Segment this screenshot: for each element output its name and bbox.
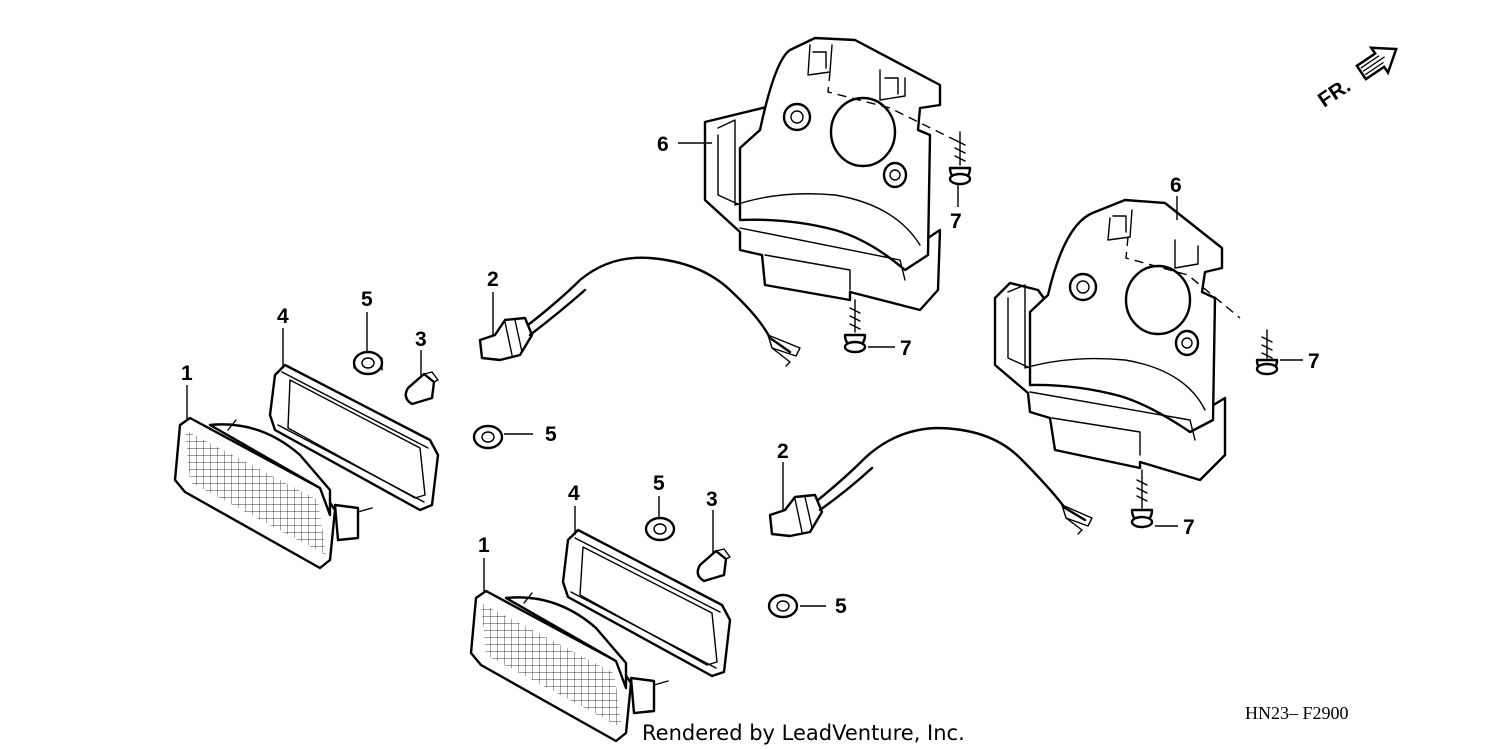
front-direction-indicator: FR. — [1314, 46, 1398, 112]
socket-harness-right — [768, 426, 1093, 538]
figure-code: HN23– F2900 — [1245, 703, 1349, 723]
callout-grommet-mid-left: 5 — [545, 423, 557, 446]
callout-screw-upper-right: 7 — [1308, 350, 1320, 373]
gasket-left — [268, 363, 440, 512]
callout-socket-left: 2 — [487, 268, 499, 291]
callout-bulb-left: 3 — [415, 328, 427, 351]
front-label: FR. — [1314, 74, 1355, 112]
grommet-top-left — [352, 350, 384, 376]
screw-lower-left — [843, 299, 895, 354]
callout-grommet-low-right: 5 — [835, 595, 847, 618]
screw-lower-right — [1130, 469, 1178, 529]
callout-lamp-left: 1 — [181, 362, 193, 385]
callout-bulb-right: 3 — [706, 488, 718, 511]
socket-harness-left — [478, 256, 801, 367]
lamp-lens-right — [469, 589, 669, 743]
callout-lamp-right: 1 — [478, 534, 490, 557]
callout-screw-lower-right: 7 — [1183, 516, 1195, 539]
bulb-right — [696, 548, 731, 583]
callout-gasket-left: 4 — [277, 305, 289, 328]
callout-bracket-right: 6 — [1170, 174, 1182, 197]
right-bracket — [993, 198, 1241, 482]
grommet-mid-left — [472, 424, 533, 450]
screw-upper-right — [1255, 329, 1303, 376]
lamp-lens-left — [173, 416, 373, 570]
callout-grommet-top-left: 5 — [361, 288, 373, 311]
bulb-left — [404, 371, 439, 406]
grommet-low-right — [767, 593, 826, 619]
screw-upper-left — [948, 131, 972, 207]
callout-screw-upper-left: 7 — [950, 210, 962, 233]
callout-bracket-left: 6 — [657, 133, 669, 156]
left-bracket — [703, 36, 956, 312]
callout-grommet-top-right: 5 — [653, 472, 665, 495]
grommet-top-right — [644, 516, 676, 542]
front-arrow-icon — [1355, 46, 1398, 81]
callout-socket-right: 2 — [777, 440, 789, 463]
render-credit: Rendered by LeadVenture, Inc. — [642, 721, 965, 745]
leader-lines — [186, 142, 1178, 592]
callout-screw-lower-left: 7 — [900, 337, 912, 360]
callout-labels: 1 1 2 2 3 3 4 4 5 5 5 5 6 6 7 7 7 7 — [181, 133, 1320, 618]
gasket-right — [561, 528, 732, 678]
callout-gasket-right: 4 — [568, 482, 580, 505]
